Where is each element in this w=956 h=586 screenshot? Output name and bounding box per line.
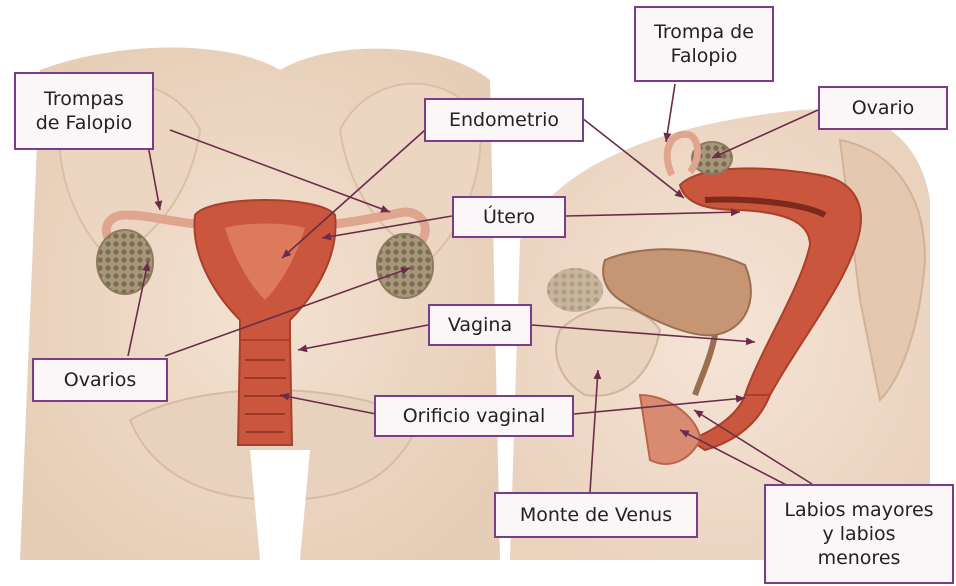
ovary-left: [97, 230, 153, 294]
label-monte-de-venus: Monte de Venus: [494, 492, 698, 538]
label-vagina: Vagina: [428, 304, 532, 346]
vagina: [238, 340, 292, 445]
label-utero: Útero: [452, 196, 566, 238]
label-labios: Labios mayores y labios menores: [764, 484, 954, 584]
label-ovario: Ovario: [818, 86, 948, 130]
label-orificio-vaginal: Orificio vaginal: [374, 395, 574, 437]
label-endometrio: Endometrio: [424, 98, 584, 142]
label-trompa-de-falopio: Trompa de Falopio: [634, 6, 774, 82]
label-trompas-de-falopio: Trompas de Falopio: [14, 72, 154, 150]
label-ovarios: Ovarios: [32, 358, 168, 402]
thigh-gap: [250, 450, 310, 560]
pubic-bone-dots: [547, 268, 603, 312]
ovary-right: [377, 234, 433, 298]
